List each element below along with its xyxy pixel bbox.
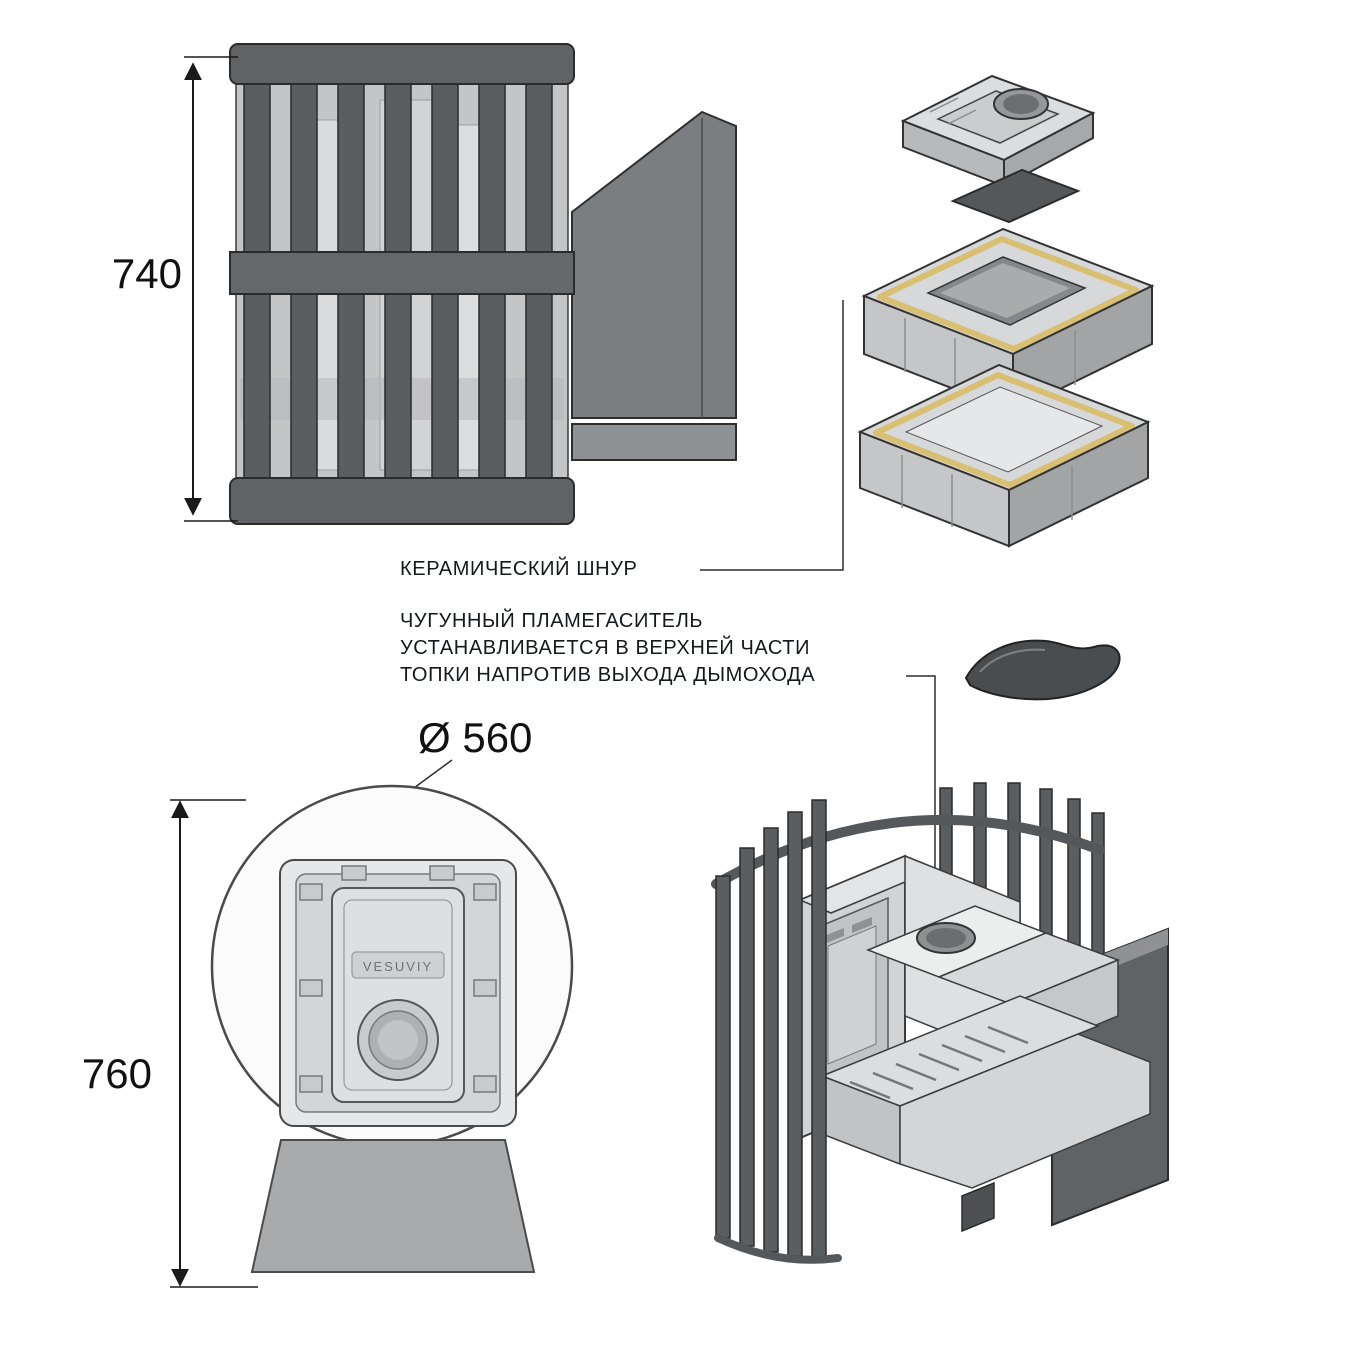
exploded-view <box>700 74 1155 571</box>
flame-arrester-note: ЧУГУННЫЙ ПЛАМЕГАСИТЕЛЬ УСТАНАВЛИВАЕТСЯ В… <box>400 608 815 689</box>
ceramic-cord-lower <box>873 372 1135 488</box>
gasket-plate <box>950 168 1081 224</box>
cage-top-rail <box>229 43 575 85</box>
ceramic-cord-upper <box>877 236 1139 352</box>
flame-arrester-note-line3: ТОПКИ НАПРОТИВ ВЫХОДА ДЫМОХОДА <box>400 664 816 686</box>
ceramic-cord-leader-line <box>700 300 844 571</box>
firebox-top-cap <box>900 74 1096 188</box>
tunnel-bottom-rail <box>571 423 737 461</box>
cage-slats-front <box>715 799 827 1259</box>
dimension-760 <box>170 799 258 1288</box>
stove-leg <box>961 1181 995 1233</box>
flame-arrester-note-line1: ЧУГУННЫЙ ПЛАМЕГАСИТЕЛЬ <box>400 610 704 632</box>
top-view: VESUVIY <box>210 759 574 1273</box>
ceramic-cord-label: КЕРАМИЧЕСКИЙ ШНУР <box>400 558 638 580</box>
cage-bottom-rail <box>229 477 575 525</box>
dimension-label-760: 760 <box>81 1050 152 1097</box>
cage-bottom-rim <box>714 1234 842 1264</box>
brand-plate <box>351 951 445 979</box>
dimension-label-diameter: Ø 560 <box>418 714 533 761</box>
cage-middle-band <box>229 251 575 295</box>
grate-hatch <box>849 1025 1029 1100</box>
dimension-740 <box>184 56 238 522</box>
side-view <box>229 43 737 525</box>
cutaway-view <box>711 782 1169 1264</box>
firebox-upper-section <box>861 227 1155 414</box>
firebox-lower-section <box>857 363 1151 548</box>
flame-arrester-note-line2: УСТАНАВЛИВАЕТСЯ В ВЕРХНЕЙ ЧАСТИ <box>400 637 811 659</box>
base-pedestal <box>250 1139 536 1273</box>
floor-right-slab <box>899 1033 1151 1189</box>
dimension-label-740: 740 <box>111 250 182 297</box>
tunnel-panel <box>571 110 737 419</box>
frame-clamps <box>299 865 497 1093</box>
brand-text: VESUVIY <box>363 959 433 974</box>
